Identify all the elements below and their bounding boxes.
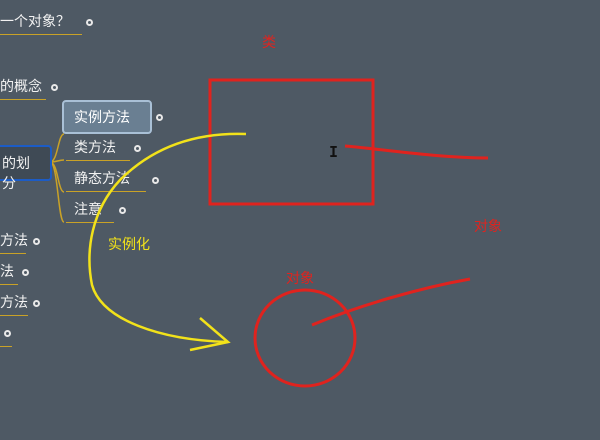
expand-dot-icon[interactable]: [4, 330, 11, 337]
topic-division-label: 的划分: [2, 156, 30, 192]
expand-dot-icon[interactable]: [22, 269, 29, 276]
arrowhead-icon: [189, 317, 231, 352]
left-item-method[interactable]: 方法: [0, 231, 28, 254]
object-circle: [253, 288, 357, 388]
expand-dot-icon[interactable]: [134, 145, 141, 152]
node-instance-method-label: 实例方法: [74, 110, 130, 126]
node-class-method[interactable]: 类方法: [66, 138, 130, 161]
class-label: 类: [262, 35, 276, 51]
object-label-right: 对象: [474, 219, 502, 235]
instantiate-label: 实例化: [108, 237, 150, 253]
expand-dot-icon[interactable]: [33, 238, 40, 245]
node-class-method-label: 类方法: [74, 140, 116, 156]
left-item-label: 方法: [0, 233, 28, 249]
expand-dot-icon[interactable]: [33, 300, 40, 307]
topic-division[interactable]: 的划分: [0, 145, 52, 192]
left-item-method[interactable]: 法: [0, 262, 18, 285]
expand-dot-icon[interactable]: [51, 84, 58, 91]
node-note[interactable]: 注意: [66, 200, 114, 223]
class-pointer-line: [344, 144, 489, 160]
left-item-label: 方法: [0, 295, 28, 311]
left-item-label: 法: [0, 264, 14, 280]
node-instance-method[interactable]: 实例方法: [62, 100, 152, 134]
topic-concept-label: 的概念: [0, 79, 42, 95]
instantiate-arrow: [88, 132, 247, 344]
topic-what-is-object-label: 一个对象？: [0, 14, 70, 30]
expand-dot-icon[interactable]: [152, 177, 159, 184]
left-item-method[interactable]: 方法: [0, 293, 28, 316]
object-label-circle: 对象: [286, 271, 314, 287]
expand-dot-icon[interactable]: [156, 114, 163, 121]
expand-dot-icon[interactable]: [119, 207, 126, 214]
node-note-label: 注意: [74, 202, 102, 218]
text-cursor-icon: I: [329, 143, 339, 161]
expand-dot-icon[interactable]: [86, 19, 93, 26]
class-rectangle: [208, 78, 375, 206]
topic-concept[interactable]: 的概念: [0, 77, 46, 100]
branch-stub: [0, 346, 12, 347]
topic-what-is-object[interactable]: 一个对象？: [0, 12, 82, 35]
object-pointer-line: [311, 277, 471, 327]
